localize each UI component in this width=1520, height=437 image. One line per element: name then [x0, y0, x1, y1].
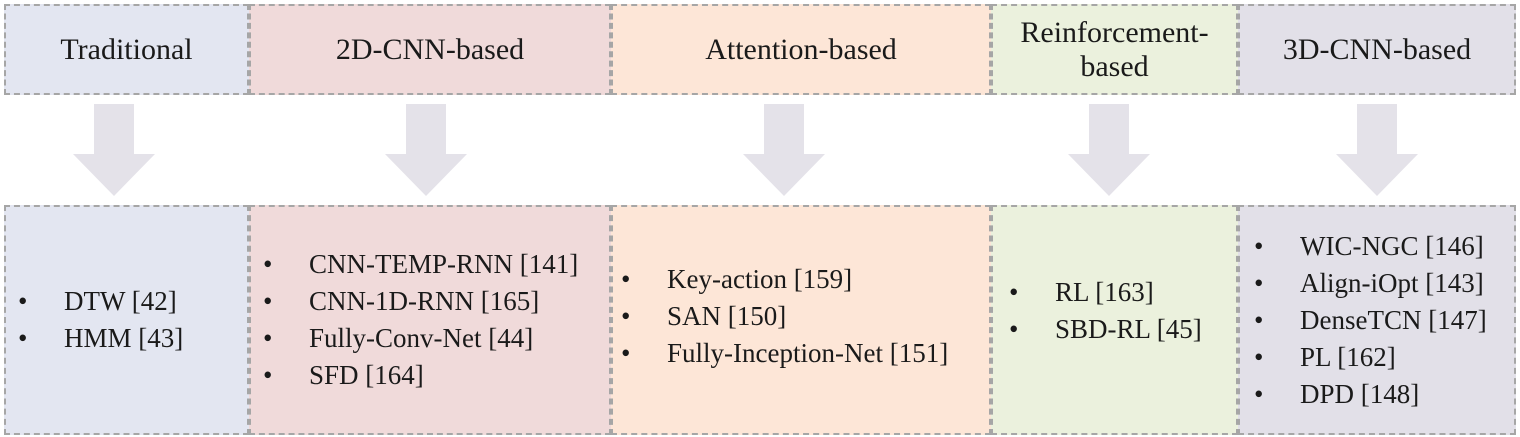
arrow-down-icon [385, 104, 467, 196]
list-item: •Fully-Conv-Net [44] [263, 323, 534, 353]
list-item: •Align-iOpt [143] [1254, 267, 1484, 298]
method-list-2d-cnn: •CNN-TEMP-RNN [141] •CNN-1D-RNN [165] •F… [263, 246, 578, 394]
list-item: •SBD-RL [45] [1009, 314, 1202, 344]
method-list-attention: •Key-action [159] •SAN [150] •Fully-Ince… [621, 261, 948, 372]
arrow-down-icon [1068, 104, 1150, 196]
header-attention: Attention-based [611, 4, 991, 95]
method-list-reinforcement: •RL [163] •SBD-RL [45] [1009, 274, 1202, 348]
list-item: •HMM [43] [18, 323, 184, 353]
panel-attention: •Key-action [159] •SAN [150] •Fully-Ince… [611, 205, 991, 435]
arrow-down-icon [1336, 104, 1418, 196]
arrow-down-icon [743, 104, 825, 196]
panel-2d-cnn: •CNN-TEMP-RNN [141] •CNN-1D-RNN [165] •F… [249, 205, 611, 435]
list-item: •CNN-1D-RNN [165] [263, 286, 540, 316]
header-2d-cnn: 2D-CNN-based [249, 4, 611, 95]
list-item: •SAN [150] [621, 300, 787, 331]
list-item: •DPD [148] [1254, 378, 1420, 409]
arrow-down-icon [73, 104, 155, 196]
header-3d-cnn-label: 3D-CNN-based [1282, 32, 1472, 66]
list-item: •Key-action [159] [621, 263, 853, 294]
panel-3d-cnn: •WIC-NGC [146] •Align-iOpt [143] •DenseT… [1238, 205, 1516, 435]
header-reinforcement-line2: based [1080, 49, 1149, 83]
list-item: •SFD [164] [263, 360, 424, 390]
header-2d-cnn-label: 2D-CNN-based [335, 32, 525, 66]
list-item: •CNN-TEMP-RNN [141] [263, 249, 579, 279]
method-list-3d-cnn: •WIC-NGC [146] •Align-iOpt [143] •DenseT… [1254, 228, 1487, 413]
panel-reinforcement: •RL [163] •SBD-RL [45] [991, 205, 1238, 435]
header-reinforcement-line1: Reinforcement- [1020, 15, 1209, 49]
list-item: •RL [163] [1009, 277, 1154, 307]
panel-traditional: •DTW [42] •HMM [43] [4, 205, 249, 435]
list-item: •DTW [42] [18, 286, 177, 316]
list-item: •Fully-Inception-Net [151] [621, 337, 949, 368]
header-traditional-label: Traditional [60, 32, 193, 66]
header-reinforcement: Reinforcement- based [991, 4, 1238, 95]
header-3d-cnn: 3D-CNN-based [1238, 4, 1516, 95]
list-item: •WIC-NGC [146] [1254, 230, 1484, 261]
header-traditional: Traditional [4, 4, 249, 95]
list-item: •DenseTCN [147] [1254, 304, 1487, 335]
list-item: •PL [162] [1254, 341, 1396, 372]
method-list-traditional: •DTW [42] •HMM [43] [18, 283, 183, 357]
header-attention-label: Attention-based [705, 32, 897, 66]
